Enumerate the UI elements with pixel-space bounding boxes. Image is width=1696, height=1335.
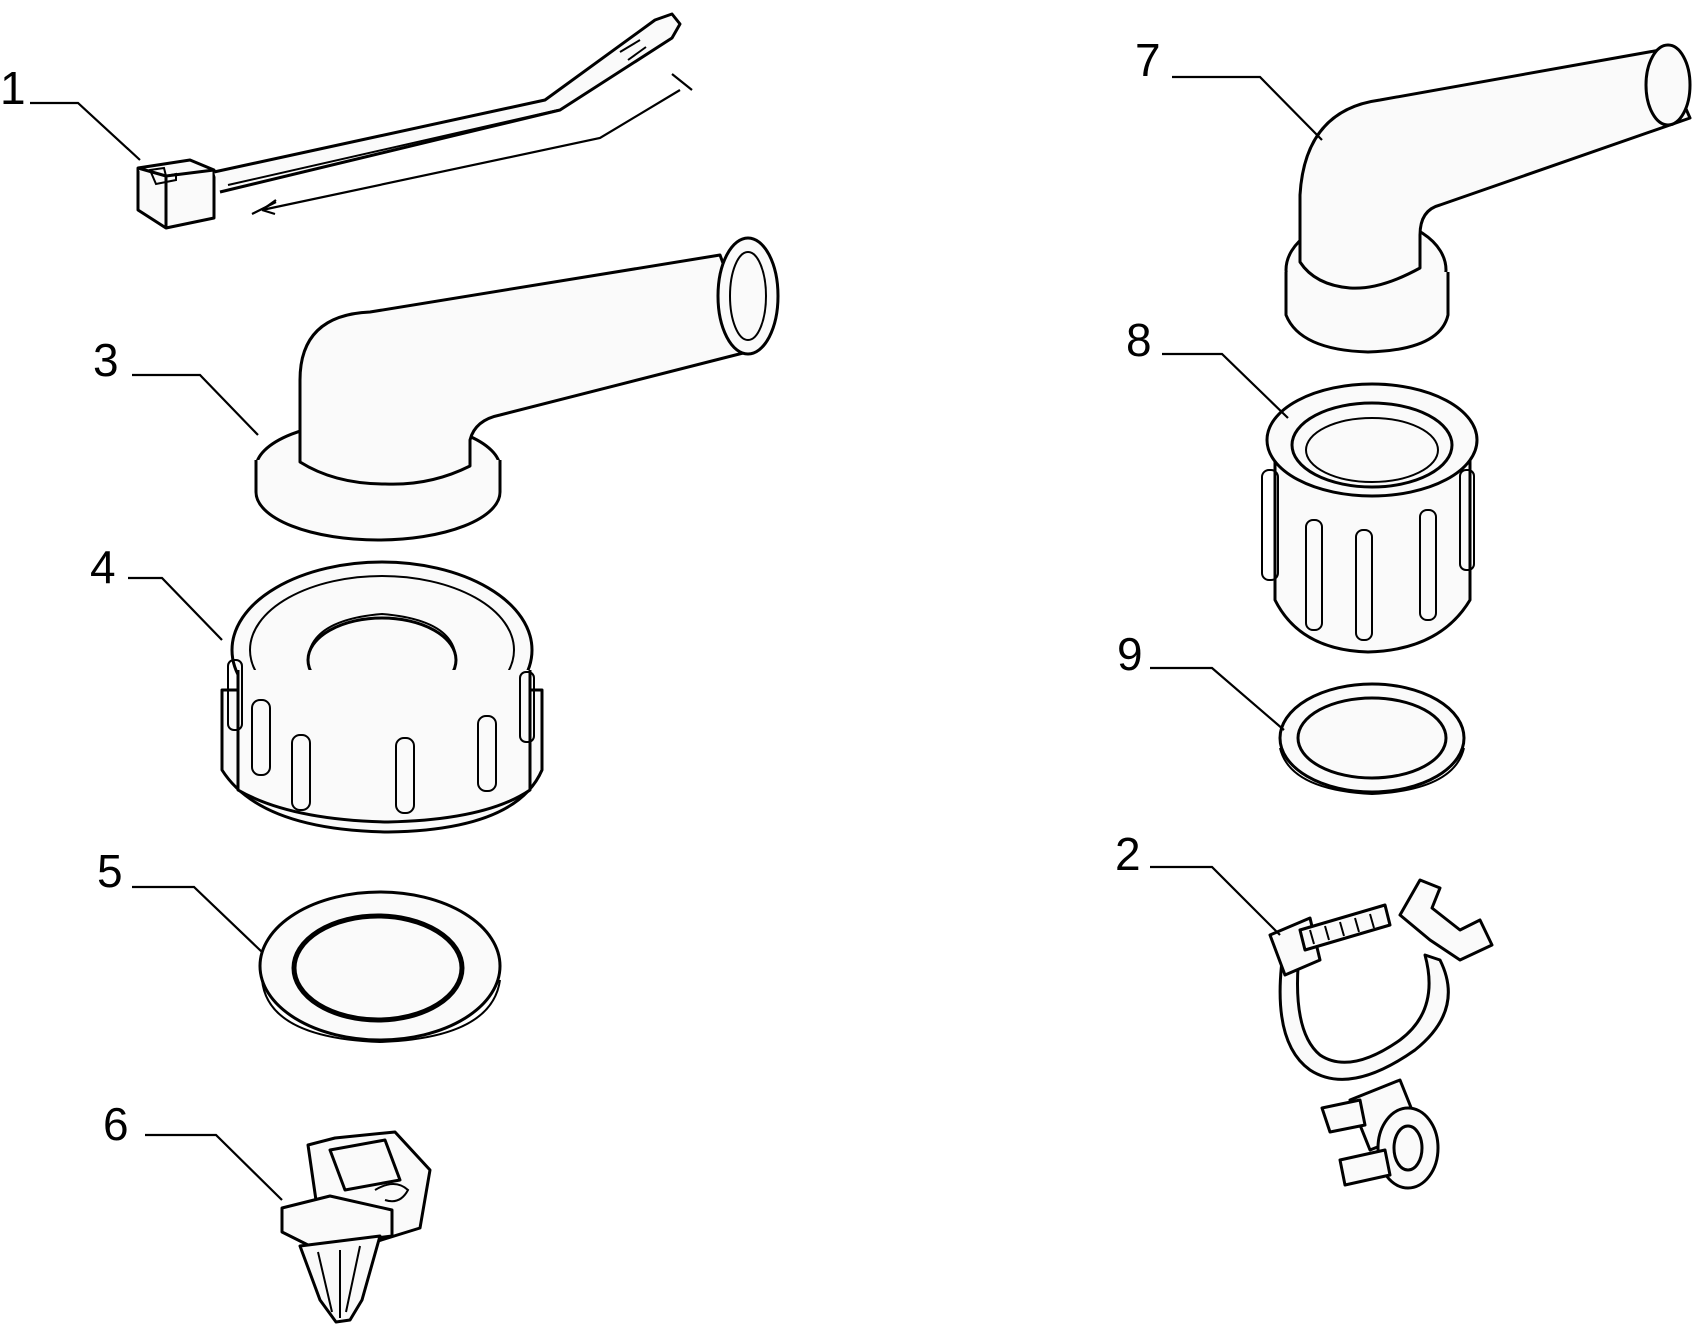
- callout-7: 7: [1135, 34, 1161, 86]
- callout-4: 4: [90, 541, 116, 593]
- part-4-ribbed-nut: [220, 560, 544, 834]
- part-2-hose-clamp: [1268, 878, 1494, 1190]
- part-1-cable-tie: [136, 12, 693, 230]
- part-8-knurled-nut: [1261, 382, 1479, 654]
- leader-lines: [30, 75, 1323, 1201]
- callout-6: 6: [103, 1098, 129, 1150]
- part-7-elbow-boot: [1284, 43, 1692, 354]
- leader-8: [1162, 352, 1289, 419]
- part-6-push-clip: [280, 1130, 432, 1324]
- leader-6: [145, 1133, 283, 1201]
- callout-numbers: 1 2 3 4 5 6 7 8 9: [0, 34, 1161, 1150]
- leader-9: [1150, 666, 1285, 731]
- part-5-washer: [258, 890, 502, 1044]
- callout-2: 2: [1115, 828, 1141, 880]
- leader-3: [132, 373, 259, 436]
- leader-5: [132, 885, 263, 953]
- leader-4: [128, 576, 223, 641]
- callout-5: 5: [97, 845, 123, 897]
- part-3-elbow-hose: [254, 236, 780, 542]
- leader-1: [30, 101, 141, 161]
- callout-8: 8: [1126, 314, 1152, 366]
- part-9-ring: [1278, 682, 1466, 796]
- callout-9: 9: [1117, 628, 1143, 680]
- callout-3: 3: [93, 334, 119, 386]
- callout-1: 1: [0, 62, 26, 114]
- leader-2: [1150, 865, 1281, 936]
- leader-7: [1172, 75, 1323, 141]
